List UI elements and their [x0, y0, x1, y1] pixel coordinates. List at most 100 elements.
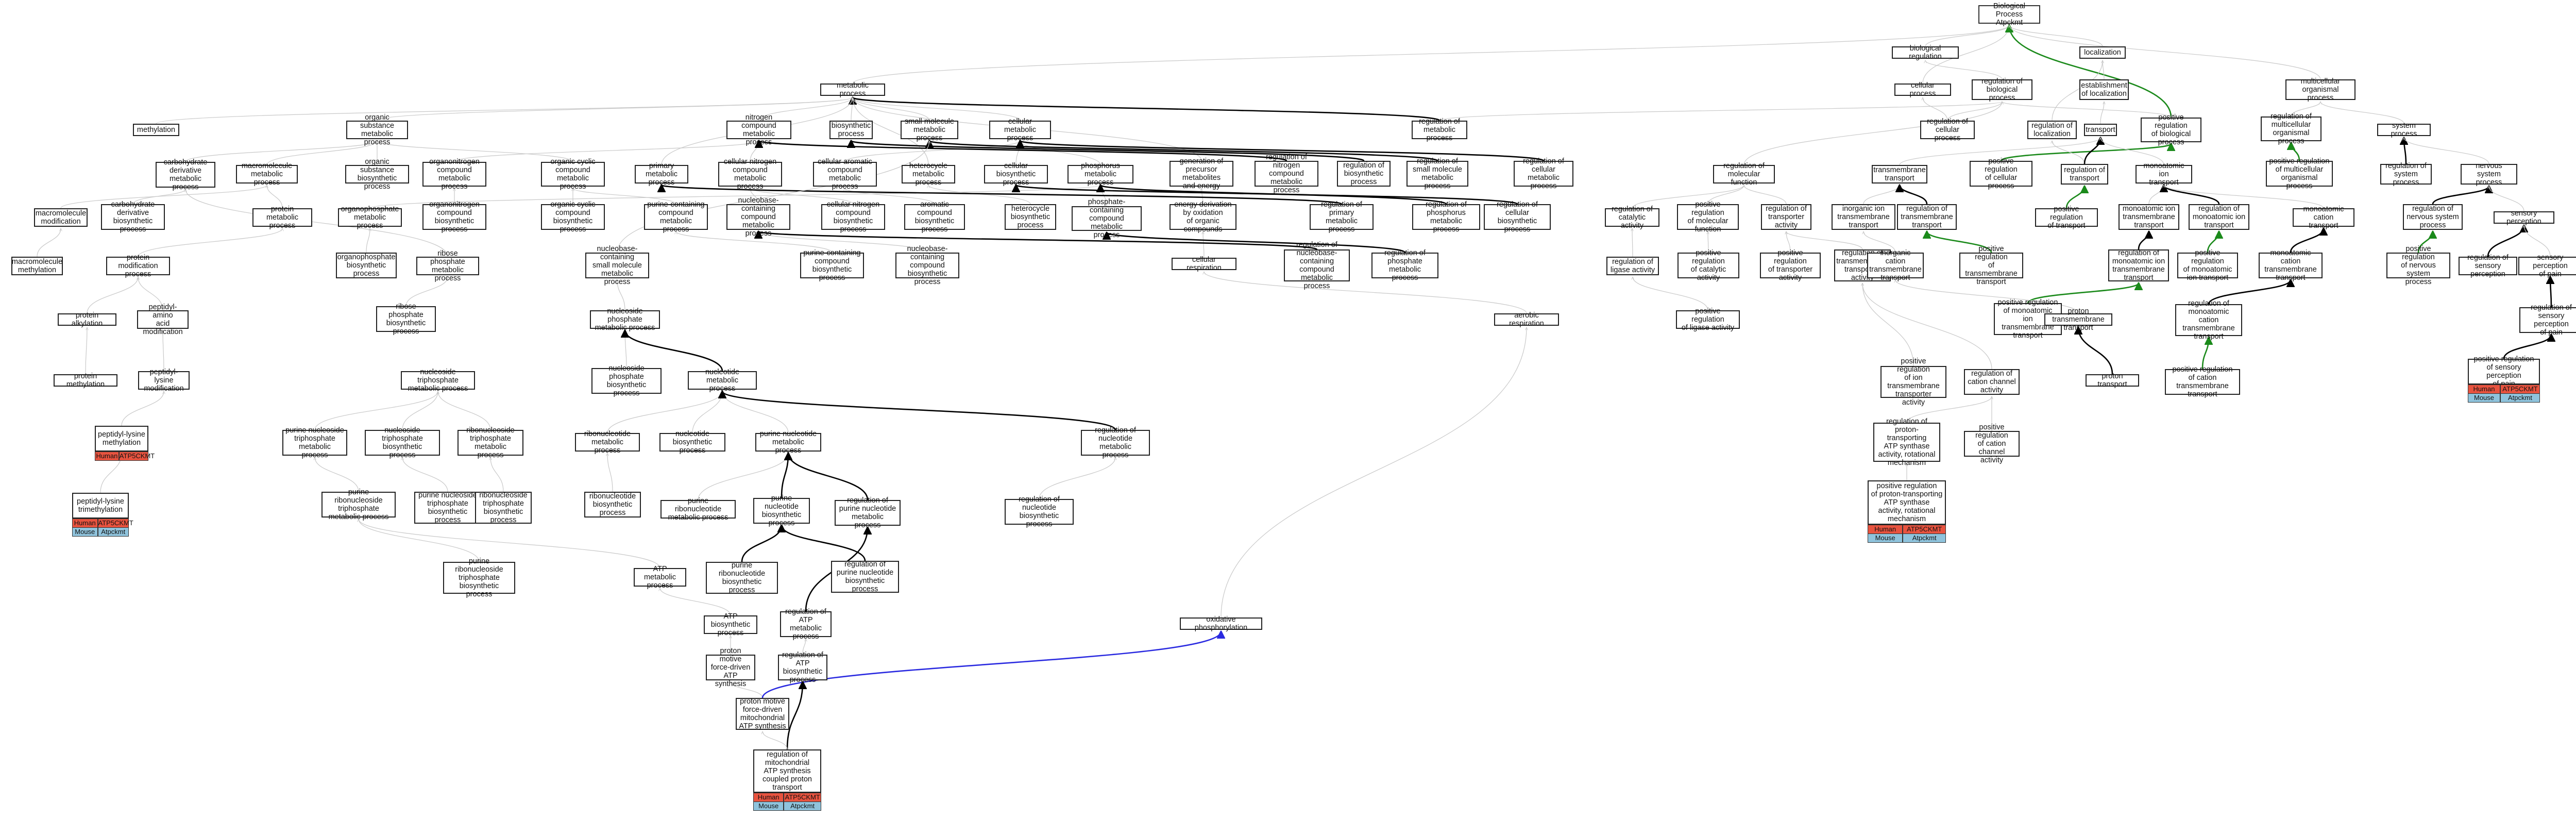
go-term-regprotonpump[interactable]: regulation of proton-transporting ATP sy… [1873, 418, 1940, 467]
go-term-smallmol[interactable]: small molecule metabolic process [901, 118, 958, 142]
go-term-regcationchan[interactable]: regulation of cation channel activity [1964, 369, 2020, 395]
go-term-nucleobasesmall[interactable]: nucleobase-containing small molecule met… [585, 245, 649, 286]
human-gene-label[interactable]: ATP5CKMT [97, 519, 133, 528]
go-term-regpurinenucleotide[interactable]: regulation of purine nucleotide metaboli… [835, 496, 901, 529]
go-term-regcatalytic[interactable]: regulation of catalytic activity [1605, 205, 1659, 230]
go-term-ribosephos[interactable]: ribose phosphate metabolic process [416, 249, 479, 282]
go-term-regphosphate[interactable]: regulation of phosphate metabolic proces… [1371, 249, 1438, 282]
go-term-phosphatecont[interactable]: phosphate-containing compound metabolic … [1072, 198, 1142, 239]
go-term-purinecont[interactable]: purine-containing compound metabolic pro… [644, 201, 708, 233]
go-term-bp[interactable]: Biological Process Atpckmt [1978, 2, 2040, 27]
go-term-nervous[interactable]: nervous system process [2461, 162, 2517, 187]
go-term-protonmotivemito[interactable]: proton motive force-driven mitochondrial… [736, 697, 789, 730]
go-term-cellmet[interactable]: cellular metabolic process [989, 118, 1051, 142]
go-term-cellarom[interactable]: cellular aromatic compound metabolic pro… [813, 158, 877, 191]
go-term-posregbio[interactable]: positive regulation of biological proces… [2141, 113, 2201, 146]
go-term-nucleotidemet[interactable]: nucleotide metabolic process [688, 368, 757, 393]
go-term-metabolic[interactable]: metabolic process [820, 81, 885, 98]
go-term-genprecursor[interactable]: generation of precursor metabolites and … [1170, 157, 1233, 190]
go-term-regcell[interactable]: regulation of cellular process [1920, 118, 1975, 142]
go-term-organophos[interactable]: organophosphate metabolic process [338, 205, 402, 230]
go-term-organophosbio[interactable]: organophosphate biosynthetic process [336, 253, 397, 278]
go-term-cellresp[interactable]: cellular respiration [1172, 256, 1236, 272]
go-term-regmitoatp[interactable]: regulation of mitochondrial ATP synthesi… [753, 749, 821, 793]
go-term-purinecontbio[interactable]: purine-containing compound biosynthetic … [800, 249, 864, 282]
human-gene-label[interactable]: ATP5CKMT [1903, 525, 1946, 534]
go-term-ribonucleotide[interactable]: ribonucleotide metabolic process [575, 430, 640, 455]
go-term-cellnitrobio[interactable]: cellular nitrogen compound biosynthetic … [821, 201, 885, 233]
human-gene-label[interactable]: ATP5CKMT [784, 793, 821, 802]
go-term-regpain[interactable]: regulation of sensory perception of pain [2519, 304, 2576, 337]
go-term-protontm[interactable]: proton transmembrane transport [2044, 307, 2112, 332]
go-term-purinenuctribio[interactable]: purine nucleoside triphosphate biosynthe… [414, 491, 481, 524]
go-term-nitrogen[interactable]: nitrogen compound metabolic process [726, 113, 791, 146]
go-term-organiccyclic[interactable]: organic cyclic compound metabolic proces… [541, 158, 605, 191]
mouse-gene-label[interactable]: Atpckmt [2500, 393, 2540, 403]
go-term-regligase[interactable]: regulation of ligase activity [1606, 257, 1659, 275]
go-term-regnitro[interactable]: regulation of nitrogen compound metaboli… [1255, 153, 1318, 194]
go-term-posregligase[interactable]: positive regulation of ligase activity [1676, 307, 1740, 332]
go-term-regloc[interactable]: regulation of localization [2027, 121, 2077, 139]
go-term-posregiontmtr[interactable]: positive regulation of ion transmembrane… [1880, 357, 1946, 407]
human-gene-label[interactable]: ATP5CKMT [2500, 385, 2540, 394]
go-term-carbderiv[interactable]: carbohydrate derivative metabolic proces… [156, 158, 215, 191]
go-term-estloc[interactable]: establishment of localization [2079, 79, 2129, 100]
go-term-orgsubbio[interactable]: organic substance biosynthetic process [345, 158, 409, 191]
go-term-purineribotribio[interactable]: purine ribonucleoside triphosphate biosy… [443, 557, 515, 598]
go-term-macromolmeth[interactable]: macromolecule methylation [11, 257, 63, 275]
go-term-regnucleotide[interactable]: regulation of nucleotide metabolic proce… [1081, 426, 1150, 459]
go-term-regmolfunc[interactable]: regulation of molecular function [1713, 162, 1775, 187]
go-term-organonitrobio[interactable]: organonitrogen compound biosynthetic pro… [422, 201, 486, 233]
go-term-oxphos[interactable]: oxidative phosphorylation [1180, 615, 1262, 632]
go-term-proteinmod[interactable]: protein modification process [106, 254, 170, 278]
mouse-gene-label[interactable]: Atpckmt [1903, 533, 1946, 543]
go-term-nucleosidephosbio[interactable]: nucleoside phosphate biosynthetic proces… [591, 364, 662, 397]
go-term-regmet[interactable]: regulation of metabolic process [1412, 118, 1467, 142]
go-term-heterocyclebio[interactable]: heterocycle biosynthetic process [1005, 204, 1056, 230]
go-term-regsystem[interactable]: regulation of system process [2380, 162, 2432, 187]
go-term-organiccyclicbio[interactable]: organic cyclic compound biosynthetic pro… [541, 201, 605, 233]
go-term-aerobicresp[interactable]: aerobic respiration [1494, 311, 1559, 328]
go-term-posregcationchan[interactable]: positive regulation of cation channel ac… [1964, 423, 2020, 464]
go-term-regmonoion[interactable]: regulation of monoatomic ion transport [2189, 204, 2249, 230]
go-term-posregtransporter[interactable]: positive regulation of transporter activ… [1760, 249, 1821, 282]
go-term-orgsub[interactable]: organic substance metabolic process [346, 113, 408, 146]
go-term-ribonuctribio[interactable]: ribonucleoside triphosphate biosynthetic… [475, 491, 532, 524]
go-term-cellnitro[interactable]: cellular nitrogen compound metabolic pro… [718, 158, 782, 191]
go-term-regbio[interactable]: regulation of biological process [1972, 77, 2032, 102]
go-term-cellbiosyn[interactable]: cellular biosynthetic process [984, 162, 1048, 187]
go-term-posregcatalytic[interactable]: positive regulation of catalytic activit… [1677, 249, 1739, 282]
go-term-posregmulti[interactable]: positive regulation of multicellular org… [2266, 157, 2333, 190]
go-term-sensorypain[interactable]: sensory perception of pain [2518, 254, 2576, 278]
go-term-regsmallmol[interactable]: regulation of small molecule metabolic p… [1406, 157, 1468, 190]
go-term-nucleosidephos[interactable]: nucleoside phosphate metabolic process [590, 307, 660, 332]
go-term-atpbio[interactable]: ATP biosynthetic process [704, 612, 757, 637]
go-term-proteinalk[interactable]: protein alkylation [58, 311, 116, 328]
go-term-regnucleotidebio[interactable]: regulation of nucleotide biosynthetic pr… [1005, 495, 1074, 528]
go-term-ribosephosbio[interactable]: ribose phosphate biosynthetic process [376, 303, 436, 336]
go-term-regatpmet[interactable]: regulation of ATP metabolic process [780, 608, 832, 641]
go-term-purineribotri[interactable]: purine ribonucleoside triphosphate metab… [321, 488, 396, 521]
go-term-macromolmod[interactable]: macromolecule modification [34, 208, 88, 227]
go-term-heterocycle[interactable]: heterocycle metabolic process [902, 162, 955, 187]
go-term-energyderiv[interactable]: energy derivation by oxidation of organi… [1170, 201, 1236, 233]
go-term-ribonucleosidetri[interactable]: ribonucleoside triphosphate metabolic pr… [457, 426, 523, 459]
go-term-regphosphorus[interactable]: regulation of phosphorus metabolic proce… [1412, 201, 1480, 233]
go-term-posregmolfunc[interactable]: positive regulation of molecular functio… [1677, 201, 1739, 233]
go-term-regtransmem[interactable]: regulation of transmembrane transport [1897, 204, 1957, 230]
go-term-purinenucbio[interactable]: purine nucleotide biosynthetic process [753, 494, 810, 527]
go-term-regpurinenucbio[interactable]: regulation of purine nucleotide biosynth… [831, 560, 899, 593]
go-term-posregtransport[interactable]: positive regulation of transport [2035, 205, 2098, 230]
go-term-monoiontm[interactable]: monoatomic ion transmembrane transport [2119, 204, 2179, 230]
mouse-gene-label[interactable]: Atpckmt [97, 527, 129, 537]
human-gene-label[interactable]: ATP5CKMT [118, 452, 155, 461]
go-term-transmembrane[interactable]: transmembrane transport [1872, 165, 1927, 183]
go-term-sensoryperc[interactable]: sensory perception [2494, 209, 2554, 226]
go-term-posregpain[interactable]: positive regulation of sensory perceptio… [2468, 355, 2540, 388]
go-term-regmulti[interactable]: regulation of multicellular organismal p… [2261, 112, 2321, 145]
go-term-biosynth[interactable]: biosynthetic process [829, 121, 873, 139]
go-term-ribonucleotidebio[interactable]: ribonucleotide biosynthetic process [584, 492, 641, 517]
go-term-methylation[interactable]: methylation [133, 124, 179, 136]
go-term-regtransport[interactable]: regulation of transport [2061, 164, 2108, 185]
go-term-posregmonoion[interactable]: positive regulation of monoatomic ion tr… [2177, 249, 2238, 282]
